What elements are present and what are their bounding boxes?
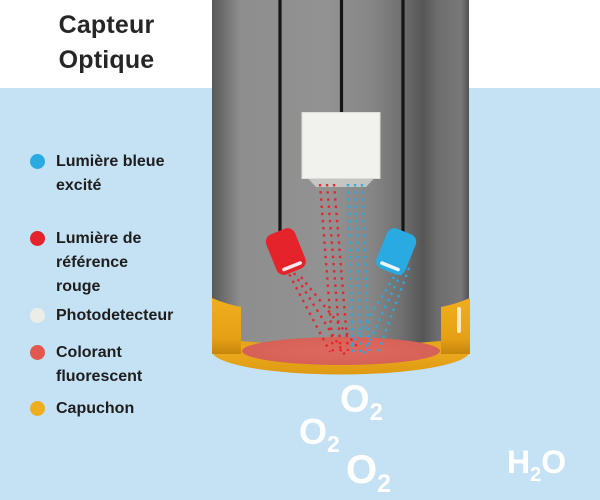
o2-subscript: 2 [377, 470, 391, 498]
red-led-beam [284, 267, 361, 356]
blue-led [376, 228, 417, 275]
molecule-labels: O2 O2 O2 H2O [299, 379, 566, 499]
o2-subscript: 2 [370, 399, 383, 426]
h2o-subscript: 2 [530, 464, 541, 486]
wires [278, 0, 405, 234]
h2o-h: H [507, 444, 530, 480]
page-title-line1: Capteur [58, 11, 155, 39]
legend-label: Lumière bleue [56, 153, 165, 170]
legend-item-photodetector: Photodetecteur [30, 304, 220, 328]
blue-led-beam [347, 267, 411, 356]
legend-label: rouge [56, 278, 101, 295]
legend-label: Capuchon [56, 400, 135, 417]
o2-symbol: O [346, 448, 377, 492]
legend-label: Lumière de [56, 230, 142, 247]
page-title: Capteur Optique [0, 8, 213, 78]
legend-item-red-reference-light: Lumière de référence rouge [30, 227, 220, 299]
legend-label: référence [56, 254, 129, 271]
red-light-dot-icon [30, 231, 45, 246]
o2-molecule: O2 [346, 448, 391, 498]
blue-led-shine [380, 261, 400, 272]
fluorescent-dye-dot-icon [30, 345, 45, 360]
photodetector-shadow [308, 178, 374, 187]
photodetector-dot-icon [30, 308, 45, 323]
h2o-molecule: H2O [507, 444, 566, 486]
o2-symbol: O [299, 411, 327, 452]
blue-light-dot-icon [30, 154, 45, 169]
h2o-o: O [541, 444, 566, 480]
o2-molecule: O2 [340, 379, 383, 427]
legend-label: excité [56, 177, 102, 194]
legend-label: Colorant [56, 344, 122, 361]
legend-item-fluorescent-dye: Colorant fluorescent [30, 341, 220, 389]
legend-item-cap: Capuchon [30, 397, 220, 421]
o2-symbol: O [340, 379, 370, 421]
red-led [265, 228, 306, 275]
legend: Lumière bleue excité Lumière de référenc… [30, 150, 220, 421]
legend-item-blue-excited-light: Lumière bleue excité [30, 150, 220, 198]
cap-right-band [441, 298, 470, 354]
red-led-shine [282, 261, 302, 272]
cap-left-band [212, 298, 241, 354]
page-title-line2: Optique [58, 46, 155, 74]
cap-dot-icon [30, 401, 45, 416]
legend-label: fluorescent [56, 368, 143, 385]
o2-subscript: 2 [327, 431, 340, 457]
o2-molecule: O2 [299, 411, 340, 457]
photodetector-box [301, 112, 381, 179]
legend-label: Photodetecteur [56, 307, 174, 324]
